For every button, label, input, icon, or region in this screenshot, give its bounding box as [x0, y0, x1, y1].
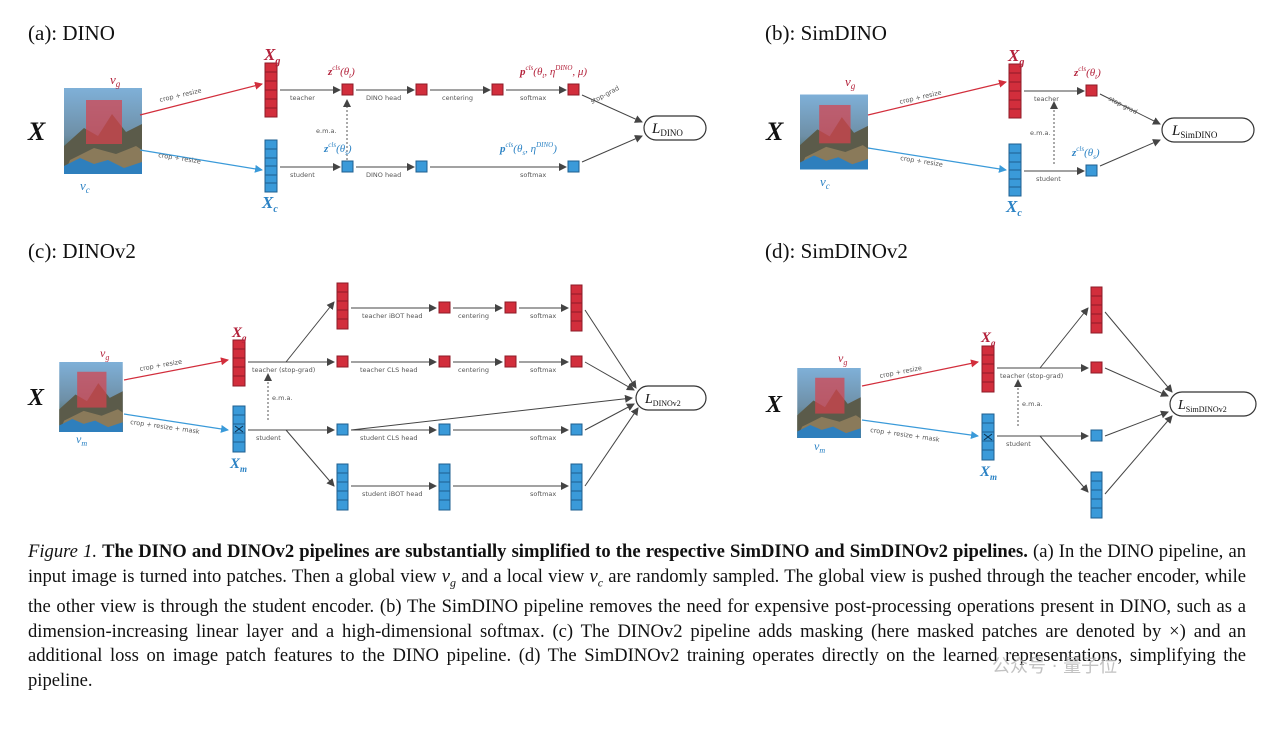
input-image: [64, 88, 142, 174]
student-masked-stack: [232, 405, 246, 453]
global-view-label: vg: [838, 351, 847, 367]
teacher-patch-stack: [232, 339, 246, 387]
edge-teacher: teacher: [1034, 95, 1059, 103]
panel-title: (b): SimDINO: [765, 21, 887, 45]
teacher-patch-stack: [981, 345, 995, 393]
edge-teacher: teacher: [290, 94, 315, 102]
student-patch-stack: [1008, 143, 1022, 197]
edge-teacher-stopgrad: teacher (stop-grad): [1000, 372, 1063, 380]
panel-d: (d): SimDINOv2 X vg vm crop + resize cro…: [765, 239, 1257, 519]
loss-box: [635, 385, 707, 411]
caption-text: (a) In the DINO pipeline, an input image…: [28, 541, 1246, 587]
ema-label: e.m.a.: [272, 394, 293, 402]
student-masked-stack: [981, 413, 995, 461]
edge-centering: centering: [458, 312, 489, 320]
input-symbol: X: [27, 117, 46, 146]
loss-label: LSimDINO: [1171, 123, 1218, 140]
xg-symbol: Xg: [1007, 46, 1024, 68]
edge-student-ibot-head: student iBOT head: [362, 490, 422, 498]
figure-caption: Figure 1. The DINO and DINOv2 pipelines …: [28, 540, 1246, 693]
edge-centering: centering: [458, 366, 489, 374]
panel-title: (d): SimDINOv2: [765, 239, 908, 263]
edge-student: student: [1006, 440, 1031, 448]
global-view-label: vg: [100, 346, 109, 362]
xg-symbol: Xg: [231, 325, 247, 343]
caption-title: The DINO and DINOv2 pipelines are substa…: [102, 541, 1028, 562]
input-symbol: X: [765, 392, 783, 418]
edge-softmax: softmax: [520, 171, 546, 179]
loss-box: [643, 115, 707, 141]
panel-title: (c): DINOv2: [28, 239, 136, 263]
student-p-label: pcls(θs, ηDINO): [499, 141, 557, 157]
edge-stop-grad: stop-grad: [589, 84, 620, 106]
student-z-label: zcls(θs): [1071, 145, 1100, 161]
edge-dino-head: DINO head: [366, 94, 401, 102]
input-image: [797, 368, 861, 438]
edge-teacher-stopgrad: teacher (stop-grad): [252, 366, 315, 374]
loss-label: LSimDINOv2: [1177, 398, 1227, 414]
edge-student: student: [256, 434, 281, 442]
xg-symbol: Xg: [263, 45, 280, 67]
loss-label: LDINOv2: [644, 392, 681, 408]
loss-box: [1169, 391, 1257, 417]
local-view-label: vm: [814, 439, 825, 455]
input-symbol: X: [27, 385, 45, 411]
panel-b: (b): SimDINO X vg vc crop + resize crop …: [765, 21, 1255, 219]
panel-title: (a): DINO: [28, 21, 115, 45]
xm-symbol: Xm: [979, 464, 997, 482]
watermark: 公众号 · 量子位: [992, 656, 1118, 677]
edge-student: student: [290, 171, 315, 179]
loss-label: LDINO: [651, 121, 683, 138]
xc-symbol: Xc: [1005, 197, 1022, 219]
edge-centering: centering: [442, 94, 473, 102]
ema-label: e.m.a.: [1022, 400, 1043, 408]
figure-diagram: (a): DINO X vg vc crop + resize crop + r…: [27, 21, 1257, 519]
caption-vg: vg: [441, 565, 457, 590]
edge-teacher-ibot-head: teacher iBOT head: [362, 312, 423, 320]
global-view-label: vg: [845, 74, 856, 91]
edge-student: student: [1036, 175, 1061, 183]
panel-c: (c): DINOv2 X vg vm crop + resize crop +…: [27, 239, 707, 511]
edge-crop-resize: crop + resize: [139, 358, 183, 373]
global-view-label: vg: [110, 72, 121, 89]
input-image: [59, 362, 123, 432]
input-image: [800, 94, 868, 170]
xc-symbol: Xc: [261, 193, 278, 215]
caption-text: are randomly sampled. The global view is…: [28, 565, 1247, 691]
input-symbol: X: [765, 117, 784, 146]
ema-label: e.m.a.: [1030, 129, 1051, 137]
edge-softmax: softmax: [520, 94, 546, 102]
edge-softmax: softmax: [530, 366, 556, 374]
local-view-label: vc: [80, 178, 90, 195]
caption-text: and a local view: [456, 565, 590, 587]
teacher-z-label: zcls(θt): [327, 64, 355, 80]
edge-softmax: softmax: [530, 434, 556, 442]
edge-crop-resize-mask: crop + resize + mask: [870, 426, 941, 444]
teacher-patch-stack: [1008, 63, 1022, 119]
caption-vc: vc: [589, 565, 604, 590]
edge-crop-resize: crop + resize: [158, 151, 202, 166]
teacher-z-label: zcls(θt): [1073, 65, 1101, 81]
panel-a: (a): DINO X vg vc crop + resize crop + r…: [27, 21, 707, 215]
local-view-label: vm: [76, 432, 87, 448]
local-view-label: vc: [820, 174, 830, 191]
student-patch-stack: [264, 139, 278, 193]
edge-crop-resize: crop + resize: [899, 88, 943, 105]
edge-student-cls-head: student CLS head: [360, 434, 418, 442]
teacher-patch-stack: [264, 62, 278, 118]
student-z-label: zcls(θs): [323, 141, 352, 157]
xm-symbol: Xm: [229, 456, 247, 474]
loss-box: [1161, 117, 1255, 143]
edge-softmax: softmax: [530, 312, 556, 320]
edge-teacher-cls-head: teacher CLS head: [360, 366, 418, 374]
edge-stop-grad: stop-grad: [1107, 95, 1139, 116]
xg-symbol: Xg: [980, 330, 996, 348]
edge-softmax: softmax: [530, 490, 556, 498]
edge-dino-head: DINO head: [366, 171, 401, 179]
teacher-p-label: pcls(θt, ηDINO, μ): [519, 64, 587, 80]
ema-label: e.m.a.: [316, 127, 337, 135]
figure-label: Figure 1.: [28, 541, 97, 562]
